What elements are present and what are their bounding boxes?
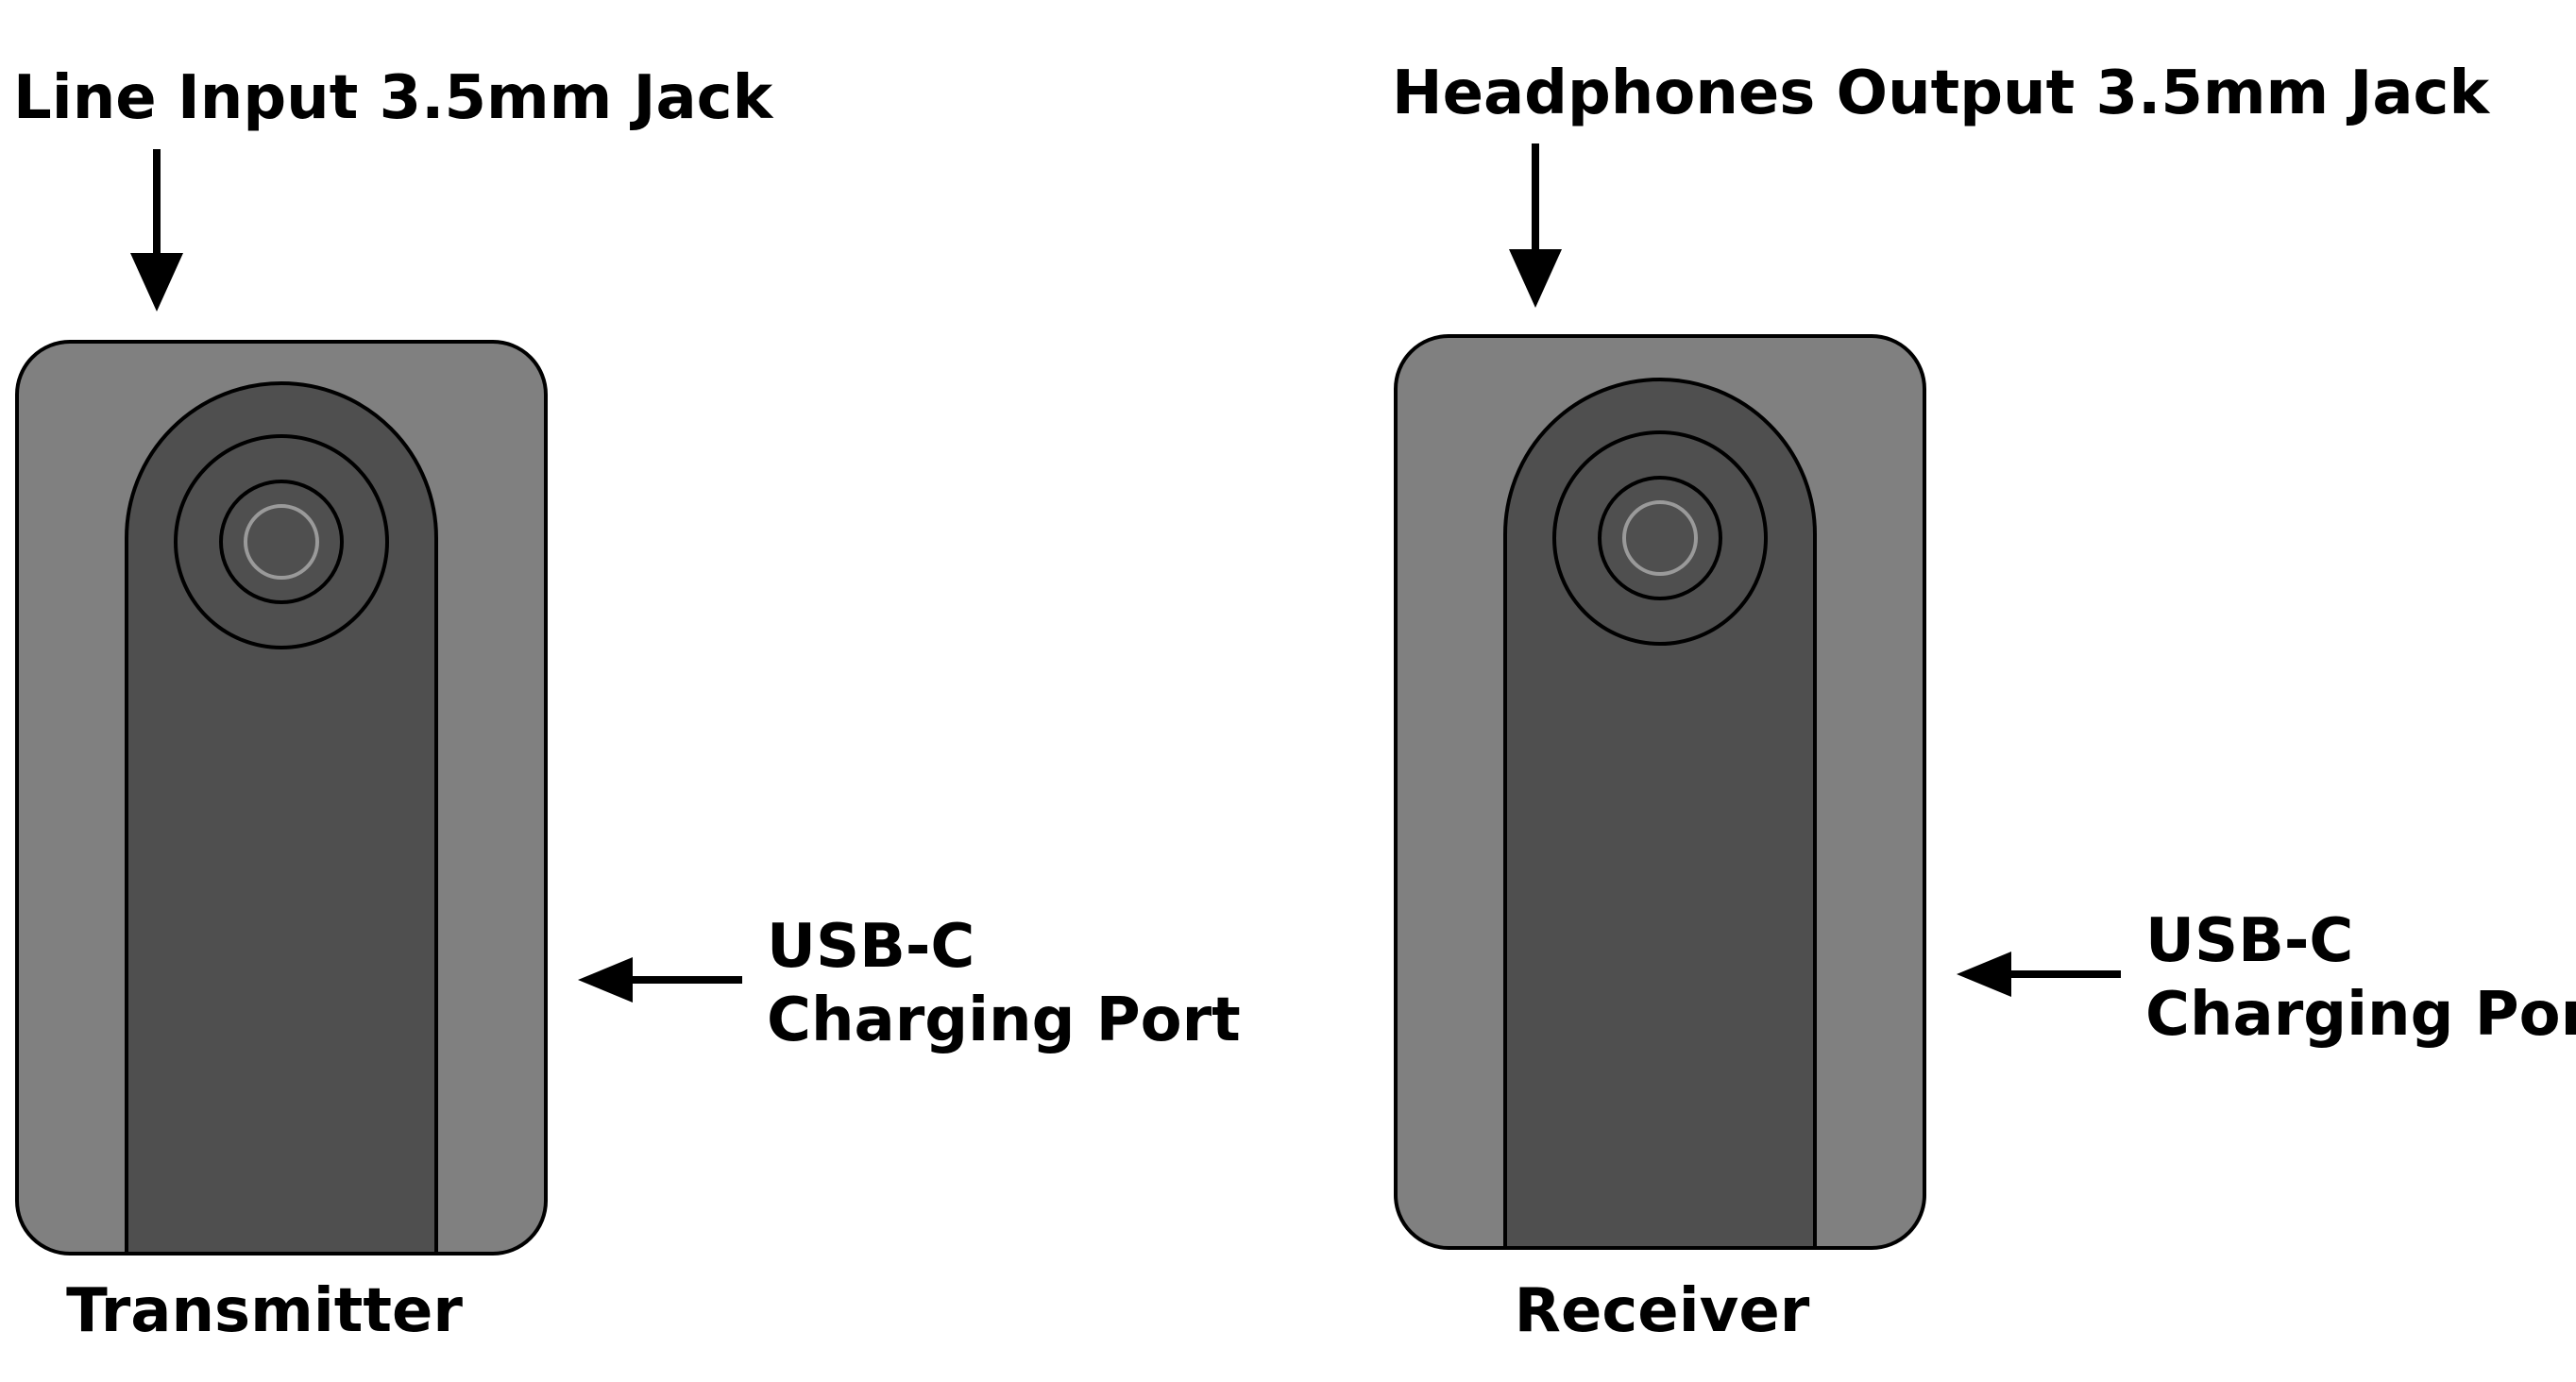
- transmitter-audio-jack-icon: [174, 434, 389, 649]
- transmitter-jack-arrow-head: [130, 253, 183, 312]
- transmitter-port-arrow-head: [578, 957, 633, 1003]
- receiver-device: Headphones Output 3.5mm Jack USB-C Charg…: [1392, 59, 2576, 1346]
- transmitter-port-label-line1: USB-C: [767, 912, 974, 982]
- receiver-port-label-line2: Charging Port: [2145, 980, 2576, 1050]
- transmitter-port-label-line2: Charging Port: [767, 986, 1241, 1055]
- transmitter-name-label: Transmitter: [66, 1276, 463, 1346]
- receiver-audio-jack-icon: [1552, 430, 1768, 646]
- receiver-jack-arrow-head: [1509, 249, 1562, 308]
- transmitter-jack-label: Line Input 3.5mm Jack: [13, 63, 774, 133]
- receiver-port-arrow-head: [1957, 952, 2011, 997]
- receiver-jack-label: Headphones Output 3.5mm Jack: [1392, 59, 2490, 128]
- receiver-port-label-line1: USB-C: [2145, 906, 2353, 976]
- transmitter-device: Line Input 3.5mm Jack USB-C Charging Por…: [13, 63, 1241, 1346]
- receiver-name-label: Receiver: [1515, 1276, 1810, 1346]
